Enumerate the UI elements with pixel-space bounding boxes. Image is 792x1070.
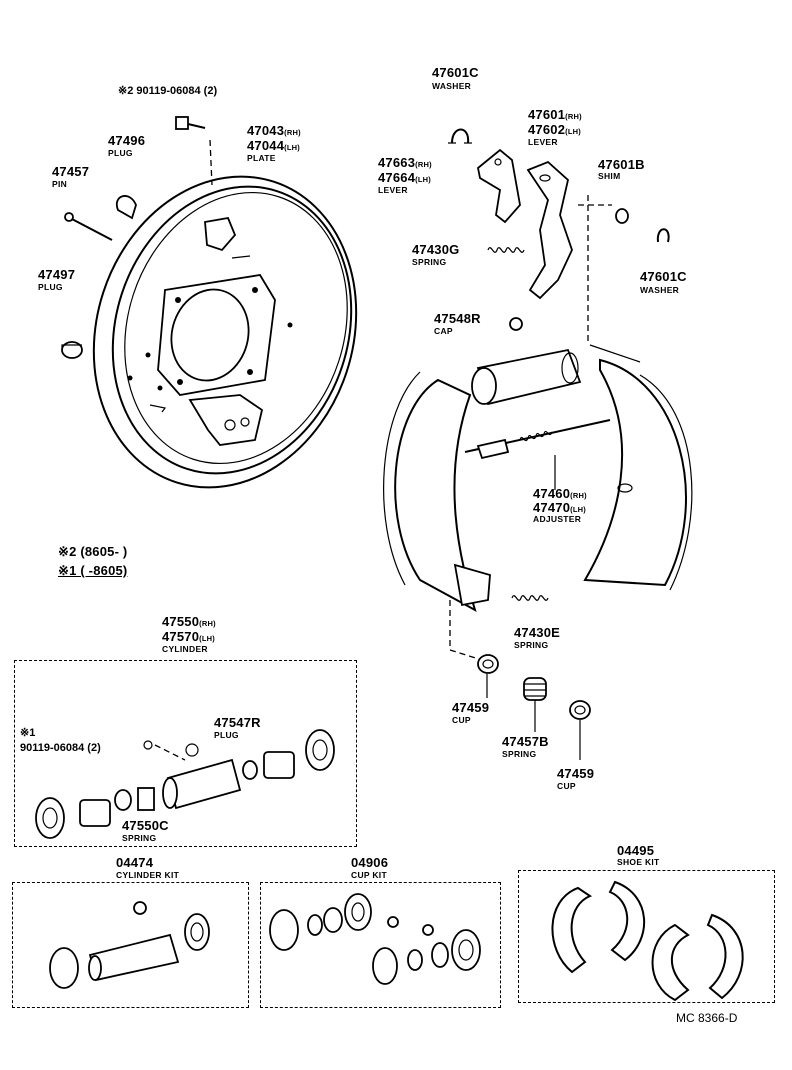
label-47548R-desc: CAP (434, 326, 453, 336)
cup-47459b-icon (569, 700, 591, 720)
label-note-2: ※2 (8605- ) (58, 544, 128, 559)
label-47459a: 47459 (452, 700, 490, 715)
label-47459b: 47459 (557, 766, 595, 781)
label-47601B-desc: SHIM (598, 171, 621, 181)
label-04474-desc: CYLINDER KIT (116, 870, 180, 880)
label-bolt-note-1-mark: ※1 (20, 727, 36, 739)
label-47570: 47570(LH) (162, 629, 215, 644)
label-47547R-desc: PLUG (214, 730, 239, 740)
label-47459a-desc: CUP (452, 715, 471, 725)
label-47550C: 47550C (122, 818, 169, 833)
lever-47601-icon (526, 160, 573, 300)
label-bolt-note-1: 90119-06084 (2) (20, 742, 101, 754)
label-47496: 47496 (108, 133, 146, 148)
label-47430G: 47430G (412, 242, 460, 257)
label-47496-desc: PLUG (108, 148, 133, 158)
label-47601C-top-desc: WASHER (432, 81, 472, 91)
label-47460: 47460(RH) (533, 486, 587, 501)
label-47601C-top: 47601C (432, 65, 479, 80)
cylinder-kit-box (12, 882, 249, 1008)
label-47548R: 47548R (434, 311, 481, 326)
label-47497-desc: PLUG (38, 282, 63, 292)
brake-shoe-right-icon (583, 344, 693, 591)
label-47457-desc: PIN (52, 179, 68, 189)
spring-47457B-icon (523, 677, 547, 701)
cap-icon (509, 317, 523, 331)
spring-47430G-icon (487, 247, 525, 253)
label-47459b-desc: CUP (557, 781, 576, 791)
washer-clip-bottom-icon (656, 228, 670, 243)
shoe-kit-box (518, 870, 775, 1003)
label-47601B: 47601B (598, 157, 645, 172)
label-47430G-desc: SPRING (412, 257, 447, 267)
label-47663-desc: LEVER (378, 185, 408, 195)
lever-47663-icon (477, 148, 521, 224)
label-47497: 47497 (38, 267, 76, 282)
cylinder-kit-drawing (49, 901, 210, 989)
label-47550-desc: CYLINDER (162, 644, 208, 654)
cylinder-box (14, 660, 357, 847)
plug-icon (115, 195, 137, 220)
label-47470: 47470(LH) (533, 500, 586, 515)
label-04474: 04474 (116, 855, 154, 870)
label-bolt-note: ※2 90119-06084 (2) (118, 85, 218, 97)
label-47460-desc: ADJUSTER (533, 514, 582, 524)
label-47664: 47664(LH) (378, 170, 431, 185)
adjuster-icon (464, 419, 611, 460)
label-47602: 47602(LH) (528, 122, 581, 137)
label-04906-desc: CUP KIT (351, 870, 387, 880)
label-47601: 47601(RH) (528, 107, 582, 122)
label-04495-desc: SHOE KIT (617, 857, 660, 867)
label-04495: 04495 (617, 843, 655, 858)
shoe-kit-drawing (551, 880, 744, 1002)
label-47043-desc: PLATE (247, 153, 276, 163)
label-47430E-desc: SPRING (514, 640, 549, 650)
spring-47430E-icon (511, 595, 549, 601)
label-47043: 47043(RH) (247, 123, 301, 138)
label-47550: 47550(RH) (162, 614, 216, 629)
label-47547R: 47547R (214, 715, 261, 730)
cup-47459a-icon (477, 654, 499, 674)
label-47550C-desc: SPRING (122, 833, 157, 843)
brake-shoe-left-icon (383, 371, 491, 613)
label-04906: 04906 (351, 855, 389, 870)
label-47044: 47044(LH) (247, 138, 300, 153)
diagram-code: MC 8366-D (676, 1011, 738, 1025)
washer-clip-top-icon (448, 128, 472, 144)
label-47601C-bottom-desc: WASHER (640, 285, 680, 295)
pin-icon (64, 212, 113, 241)
label-47430E: 47430E (514, 625, 561, 640)
cylinder-exploded-icon (35, 729, 335, 839)
label-47457B-desc: SPRING (502, 749, 537, 759)
label-note-1: ※1 ( -8605) (58, 563, 128, 578)
cup-kit-drawing (269, 893, 481, 985)
label-47457B: 47457B (502, 734, 549, 749)
label-47663: 47663(RH) (378, 155, 432, 170)
backing-plate-drawing (92, 139, 358, 489)
label-47601C-bottom: 47601C (640, 269, 687, 284)
label-47457: 47457 (52, 164, 90, 179)
cup-kit-box (260, 882, 501, 1008)
shim-icon (615, 208, 629, 224)
label-47601-desc: LEVER (528, 137, 558, 147)
bolt-icon (175, 116, 206, 130)
cup-plug-icon (61, 341, 83, 359)
wheel-cylinder-icon (471, 348, 582, 406)
